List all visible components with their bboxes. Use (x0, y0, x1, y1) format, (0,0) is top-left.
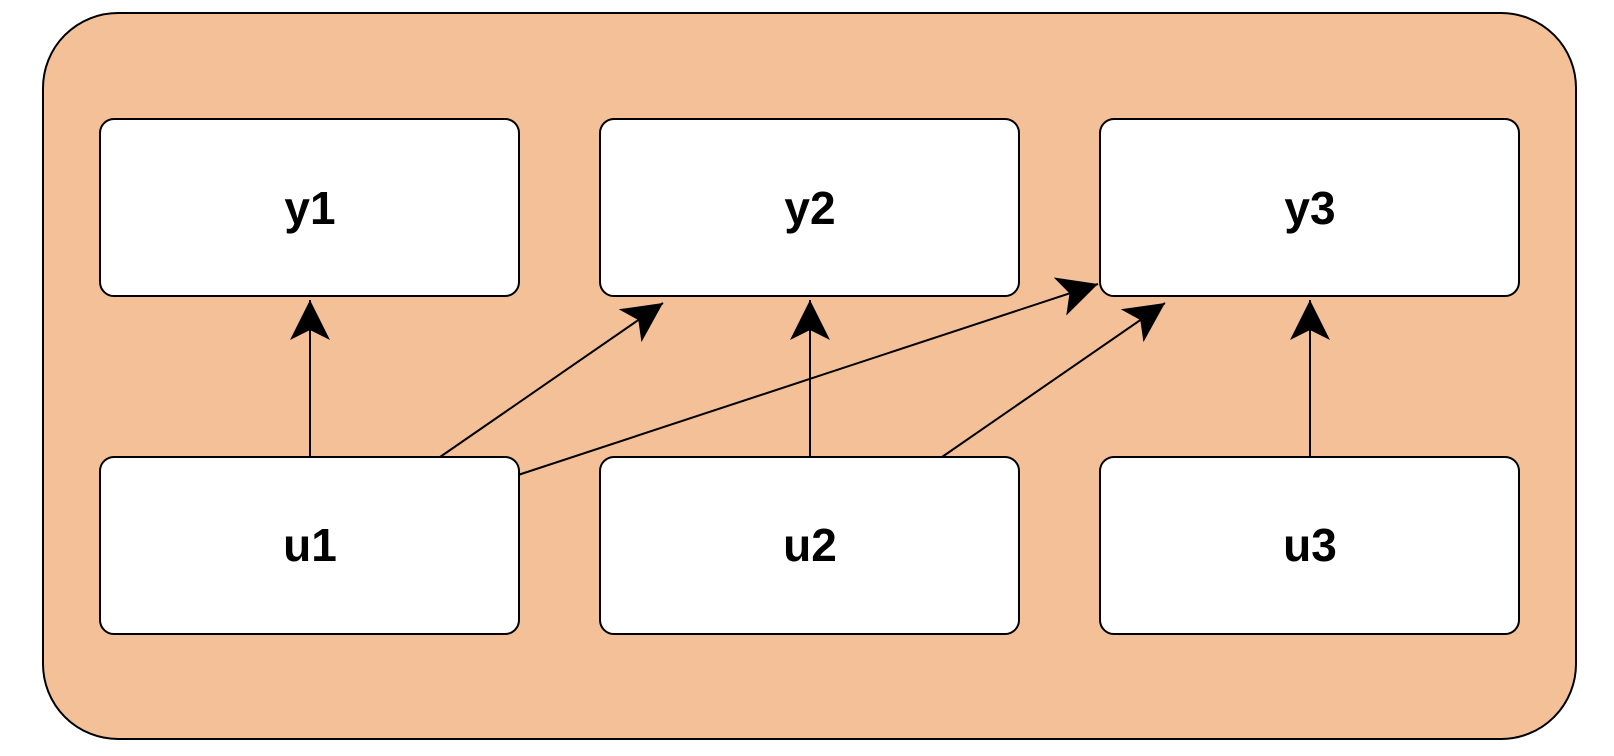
node-u3: u3 (1099, 456, 1520, 635)
node-u1: u1 (99, 456, 520, 635)
node-y2-box (599, 118, 1020, 297)
edges (290, 277, 1330, 476)
node-u1-label: u1 (283, 519, 337, 571)
edge-u1-y3 (517, 277, 1099, 476)
node-y1-label: y1 (284, 182, 335, 234)
node-u3-label: u3 (1283, 519, 1337, 571)
node-u2: u2 (599, 456, 1020, 635)
node-y3-label: y3 (1284, 182, 1335, 234)
node-u2-label: u2 (783, 519, 837, 571)
node-y2-label: y2 (784, 182, 835, 234)
node-u3-box (1099, 456, 1520, 635)
node-u1-box (99, 456, 520, 635)
node-y2: y2 (599, 118, 1020, 297)
node-y1-box (99, 118, 520, 297)
node-u2-box (599, 456, 1020, 635)
edge-u1-y2 (439, 302, 664, 458)
node-y1: y1 (99, 118, 520, 297)
node-y3: y3 (1099, 118, 1520, 297)
edge-u2-y3 (941, 302, 1166, 458)
node-y3-box (1099, 118, 1520, 297)
